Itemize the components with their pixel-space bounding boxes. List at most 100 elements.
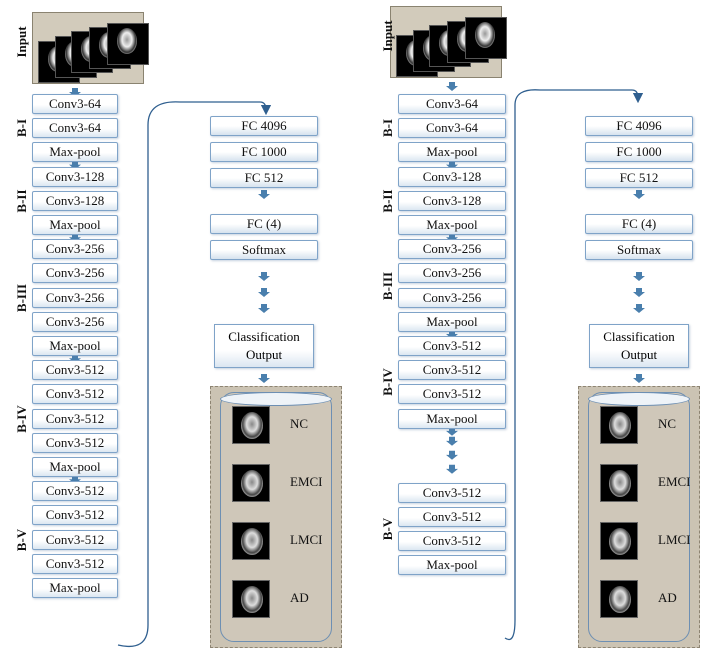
left-block-arrow — [69, 233, 81, 243]
right-fc-layer: FC 4096 — [585, 116, 693, 136]
left-input-arrow — [69, 88, 81, 97]
right-output-panel — [578, 386, 700, 648]
left-block-arrow — [69, 354, 81, 364]
left-layer-conv: Conv3-512 — [32, 432, 118, 453]
right-input-arrow — [446, 82, 458, 91]
right-head-arrow — [633, 272, 645, 281]
left-fc4-layer: FC (4) — [210, 214, 318, 234]
left-layer-conv: Conv3-128 — [32, 190, 118, 211]
left-output-arrow — [258, 374, 270, 383]
brain-scan-icon — [241, 470, 263, 497]
input-slice-image — [107, 23, 149, 65]
left-class-label-emci: EMCI — [290, 474, 323, 489]
right-input-label: Input — [380, 20, 395, 52]
right-block-label-5: B-V — [380, 518, 395, 541]
right-class-label-emci: EMCI — [658, 474, 691, 489]
right-block-label-1: B-I — [380, 119, 395, 138]
brain-scan-icon — [609, 586, 631, 613]
right-block-label-2: B-II — [380, 189, 395, 213]
left-class-label-ad: AD — [290, 590, 309, 605]
right-connector-line — [504, 89, 644, 641]
right-layer-conv: Conv3-512 — [398, 336, 506, 356]
right-fc-layer: FC 1000 — [585, 142, 693, 162]
left-block-label-2: B-II — [14, 189, 29, 213]
right-block-arrow — [446, 160, 458, 170]
right-block-label-4: B-IV — [380, 368, 395, 397]
left-layer-conv: Conv3-64 — [32, 94, 118, 114]
left-layer-conv: Conv3-512 — [32, 408, 118, 429]
right-softmax-layer: Softmax — [585, 240, 693, 260]
left-class-image-emci — [232, 464, 270, 502]
right-class-image-nc — [600, 406, 638, 444]
right-class-image-emci — [600, 464, 638, 502]
right-layer-conv: Conv3-128 — [398, 190, 506, 211]
left-input-label: Input — [14, 26, 29, 58]
left-layer-conv: Conv3-512 — [32, 529, 118, 550]
left-layer-conv: Conv3-512 — [32, 481, 118, 502]
right-layer-conv: Conv3-64 — [398, 118, 506, 139]
left-layer-conv: Conv3-256 — [32, 263, 118, 284]
right-layer-conv: Conv3-128 — [398, 166, 506, 187]
right-layer-conv: Conv3-512 — [398, 507, 506, 527]
left-block-label-4: B-IV — [14, 404, 29, 433]
right-layer-maxpool: Max-pool — [398, 555, 506, 576]
right-layer-maxpool: Max-pool — [398, 311, 506, 332]
right-class-label-nc: NC — [658, 416, 677, 431]
right-gap-arrow — [446, 464, 458, 474]
right-layer-conv: Conv3-256 — [398, 239, 506, 260]
left-head-arrow — [258, 272, 270, 281]
brain-scan-icon — [241, 412, 263, 439]
left-layer-conv: Conv3-128 — [32, 166, 118, 187]
right-layer-conv: Conv3-512 — [398, 384, 506, 405]
right-layer-maxpool: Max-pool — [398, 215, 506, 235]
right-layer-conv: Conv3-512 — [398, 482, 506, 503]
left-cylinder-top — [220, 392, 332, 406]
left-layer-conv: Conv3-256 — [32, 239, 118, 260]
left-class-image-lmci — [232, 522, 270, 560]
brain-scan-icon — [241, 586, 263, 613]
left-class-image-ad — [232, 580, 270, 618]
left-block-label-5: B-V — [14, 528, 29, 551]
left-fc-layer: FC 4096 — [210, 116, 318, 136]
right-block-arrow — [446, 233, 458, 243]
right-layer-maxpool: Max-pool — [398, 142, 506, 163]
left-layer-conv: Conv3-64 — [32, 118, 118, 139]
right-layer-maxpool: Max-pool — [398, 408, 506, 429]
right-gap-arrow — [446, 436, 458, 446]
brain-scan-icon — [609, 412, 631, 439]
right-layer-conv: Conv3-256 — [398, 263, 506, 284]
left-block-label-3: B-III — [14, 283, 29, 312]
right-head-arrow — [633, 288, 645, 297]
right-head-arrow — [633, 304, 645, 313]
right-layer-conv: Conv3-512 — [398, 531, 506, 552]
left-layer-maxpool: Max-pool — [32, 142, 118, 163]
left-block-label-1: B-I — [14, 119, 29, 138]
left-head-arrow — [258, 304, 270, 313]
right-class-image-ad — [600, 580, 638, 618]
brain-scan-icon — [609, 528, 631, 555]
right-output-arrow — [633, 374, 645, 383]
right-block-arrow — [446, 426, 458, 436]
input-slice-image — [465, 17, 507, 59]
left-softmax-layer: Softmax — [210, 240, 318, 260]
right-layer-conv: Conv3-64 — [398, 94, 506, 114]
left-fc-layer: FC 1000 — [210, 142, 318, 162]
right-gap-arrow — [446, 450, 458, 460]
left-layer-conv: Conv3-512 — [32, 505, 118, 526]
right-block-label-3: B-III — [380, 271, 395, 300]
right-input-image — [390, 6, 507, 78]
left-layer-conv: Conv3-512 — [32, 384, 118, 405]
right-fc-arrow — [633, 190, 645, 199]
right-class-image-lmci — [600, 522, 638, 560]
left-layer-maxpool: Max-pool — [32, 336, 118, 356]
left-layer-conv: Conv3-256 — [32, 311, 118, 332]
right-class-label-ad: AD — [658, 590, 677, 605]
left-class-label-lmci: LMCI — [290, 532, 323, 547]
left-fc-arrow — [258, 190, 270, 199]
left-layer-maxpool: Max-pool — [32, 215, 118, 235]
left-fc-layer: FC 512 — [210, 168, 318, 188]
left-layer-maxpool: Max-pool — [32, 578, 118, 598]
left-layer-conv: Conv3-512 — [32, 360, 118, 381]
right-classification-output: Classification Output — [589, 324, 689, 368]
